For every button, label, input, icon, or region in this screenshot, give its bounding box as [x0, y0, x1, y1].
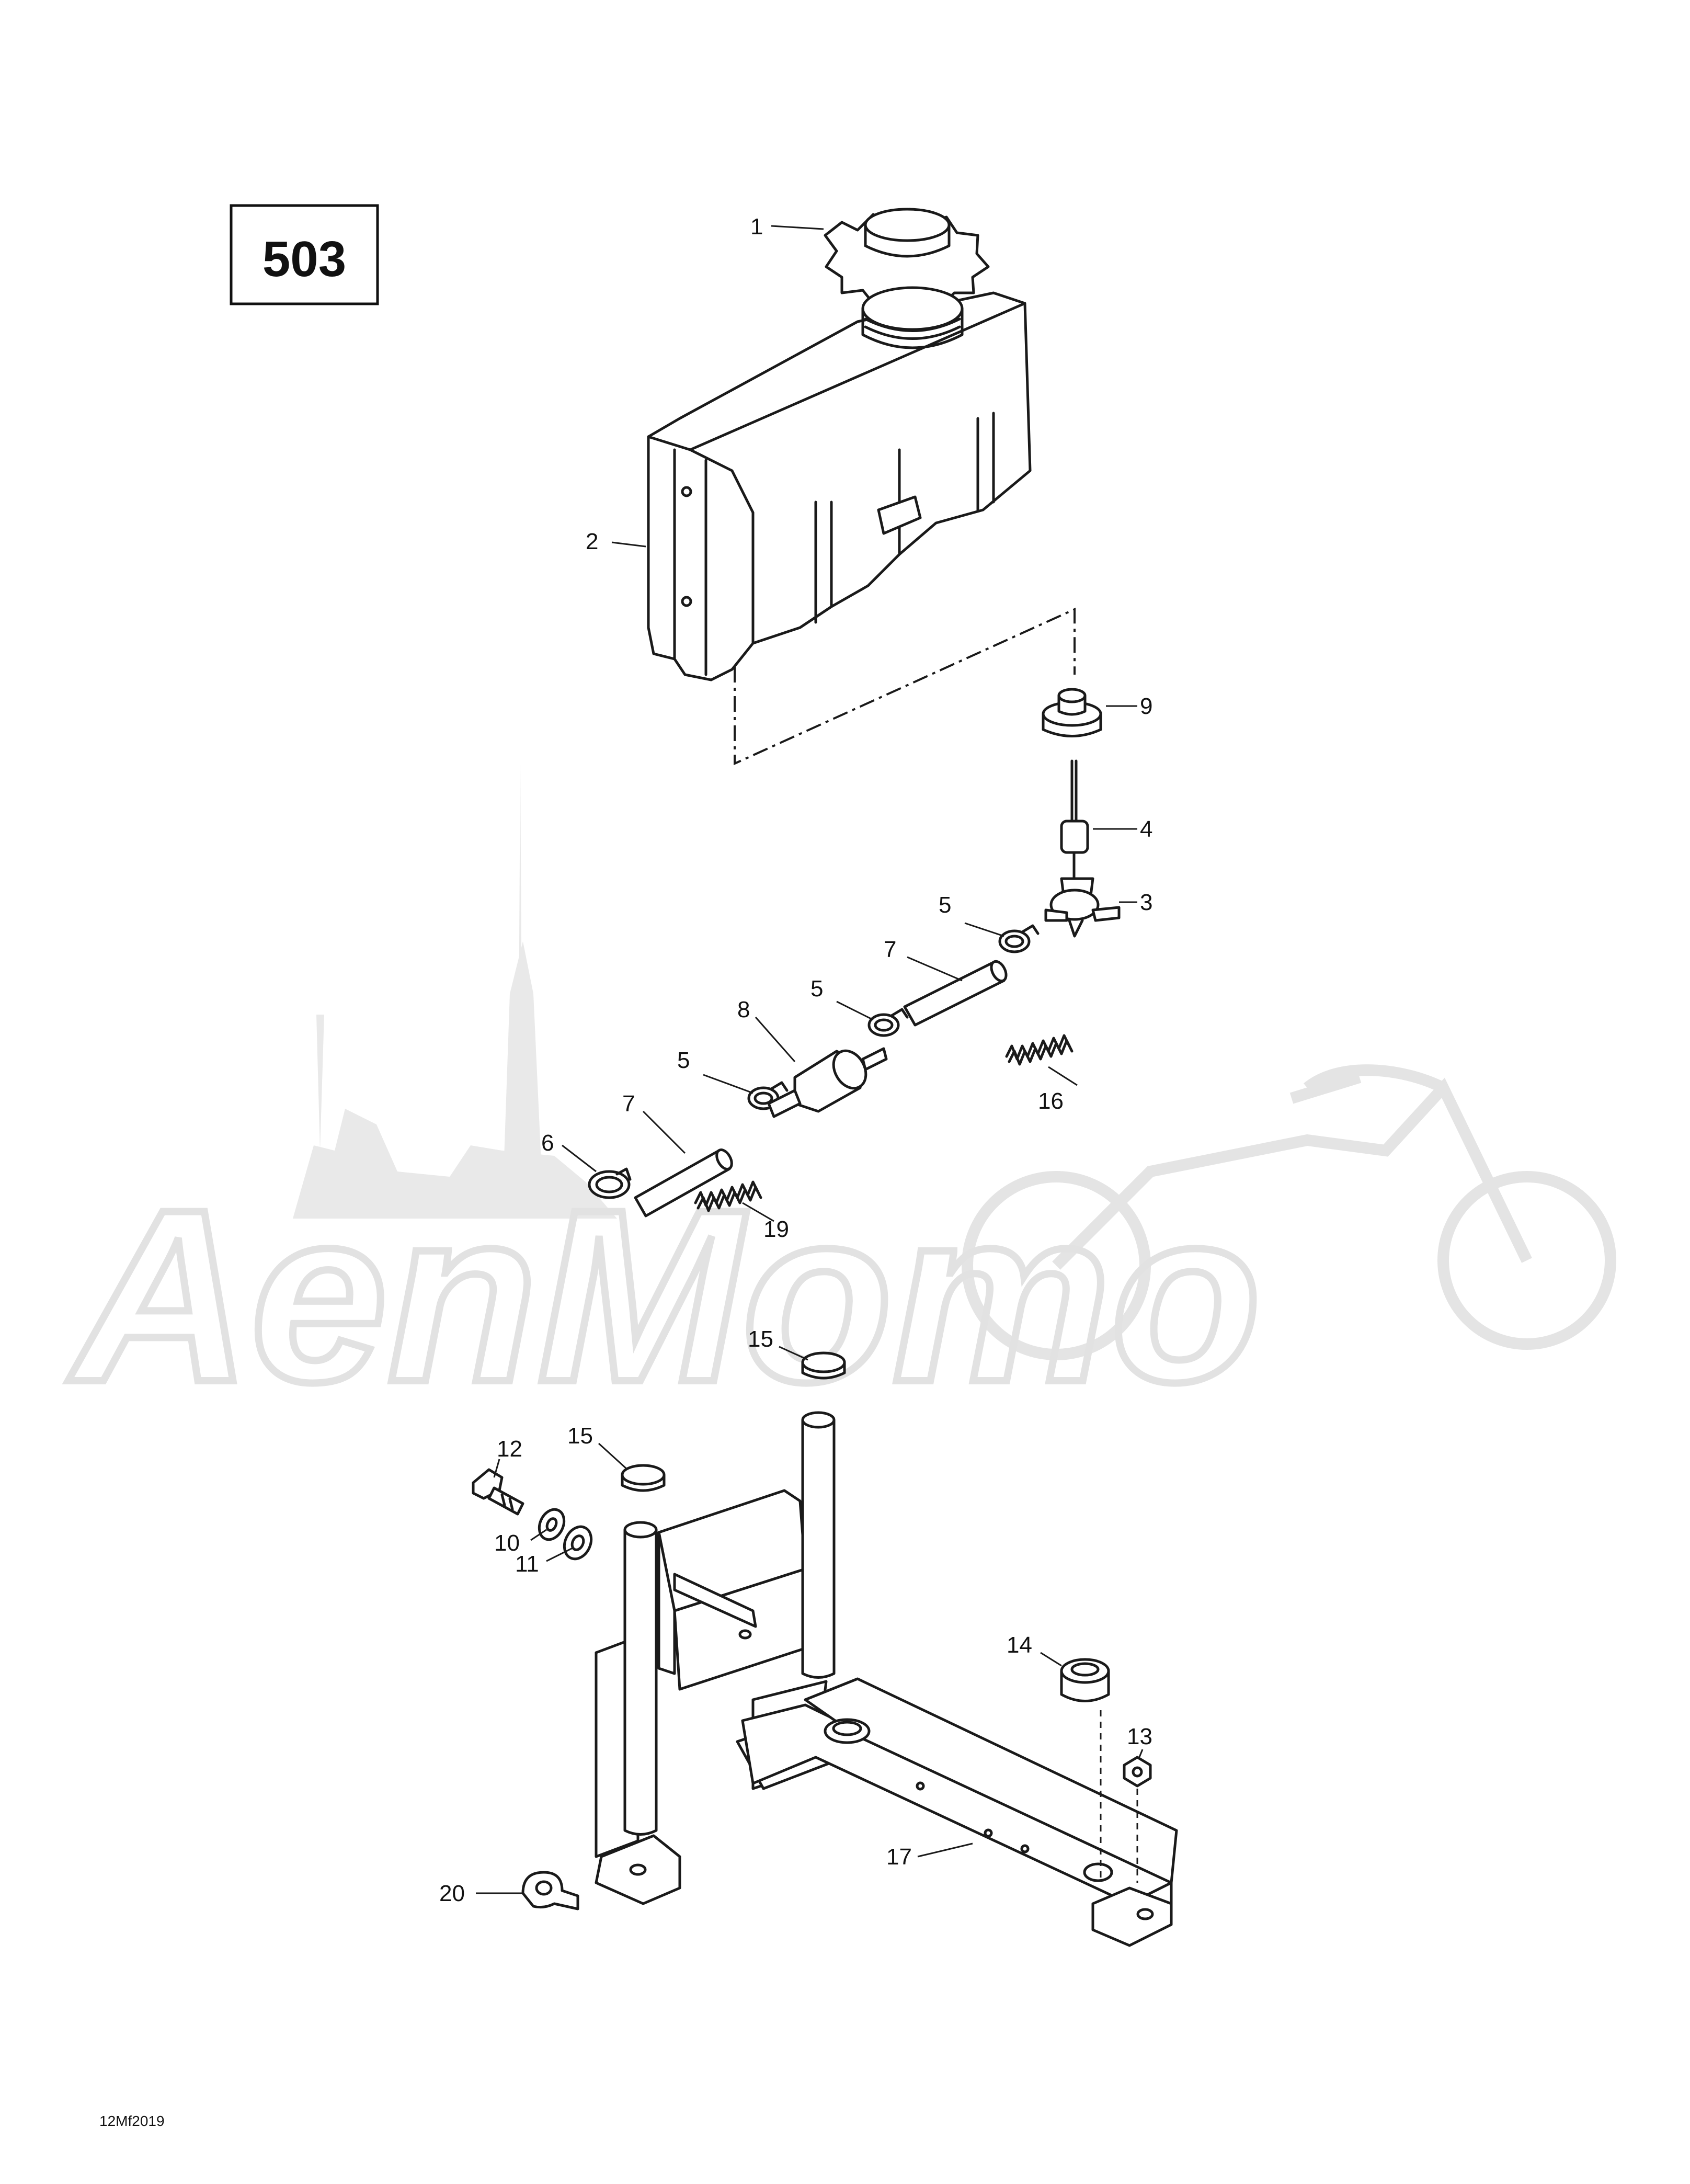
- drawing-code: 12Mf2019: [99, 2113, 165, 2129]
- part-clip-20: [521, 1871, 579, 1910]
- callout-9: 9: [1140, 693, 1152, 719]
- part-hose-7b: [634, 1148, 733, 1218]
- callout-1: 1: [750, 214, 763, 240]
- callout-5b: 5: [810, 976, 823, 1002]
- part-valve-3: [1044, 851, 1121, 938]
- part-plug-15b: [621, 1464, 666, 1492]
- callout-4: 4: [1140, 816, 1152, 842]
- callout-5c: 5: [677, 1048, 690, 1073]
- connection-line: [734, 607, 1076, 766]
- part-clamp-6: [588, 1167, 632, 1199]
- callout-11: 11: [515, 1551, 539, 1577]
- callout-6: 6: [541, 1130, 554, 1156]
- callout-10: 10: [494, 1530, 520, 1556]
- part-bracket-17: [595, 1411, 1178, 1947]
- part-spring-16: [1005, 1034, 1074, 1066]
- part-cap: [824, 208, 990, 308]
- part-plug-15a: [801, 1351, 846, 1380]
- part-grommet-14: [1060, 1658, 1110, 1702]
- part-nut-13: [1123, 1756, 1152, 1788]
- part-clamp-5b: [867, 1008, 909, 1037]
- callout-5a: 5: [939, 892, 951, 918]
- callout-15a: 15: [748, 1326, 773, 1352]
- part-filter-8: [767, 1047, 888, 1118]
- part-clamp-5a: [998, 924, 1040, 953]
- reference-number: 503: [262, 231, 346, 287]
- callout-13: 13: [1127, 1724, 1152, 1749]
- callout-19: 19: [763, 1216, 789, 1242]
- part-washer-11: [563, 1525, 593, 1561]
- part-washer-10: [538, 1508, 566, 1541]
- callout-3: 3: [1140, 890, 1152, 915]
- part-hose-7a: [903, 960, 1008, 1027]
- callout-7b: 7: [622, 1091, 635, 1117]
- callout-14: 14: [1007, 1632, 1032, 1658]
- callout-8: 8: [737, 997, 750, 1022]
- part-spring-19: [694, 1180, 762, 1212]
- leader-lines: [476, 225, 1144, 1894]
- callouts: 1 2 3 4 5 5 5 6 7 7 8 9 10 11 12 13 14 1…: [439, 214, 1152, 1906]
- callout-2: 2: [586, 529, 598, 554]
- callout-17: 17: [886, 1844, 912, 1870]
- callout-16: 16: [1038, 1088, 1064, 1114]
- part-grommet-9: [1042, 688, 1102, 737]
- callout-20: 20: [439, 1881, 465, 1906]
- reference-box: 503: [230, 204, 379, 305]
- callout-12: 12: [497, 1436, 522, 1462]
- part-bolt-12: [472, 1468, 524, 1516]
- callout-7a: 7: [884, 937, 896, 962]
- part-pickup-4: [1060, 759, 1089, 854]
- callout-15b: 15: [567, 1423, 593, 1449]
- part-tank: [647, 286, 1032, 681]
